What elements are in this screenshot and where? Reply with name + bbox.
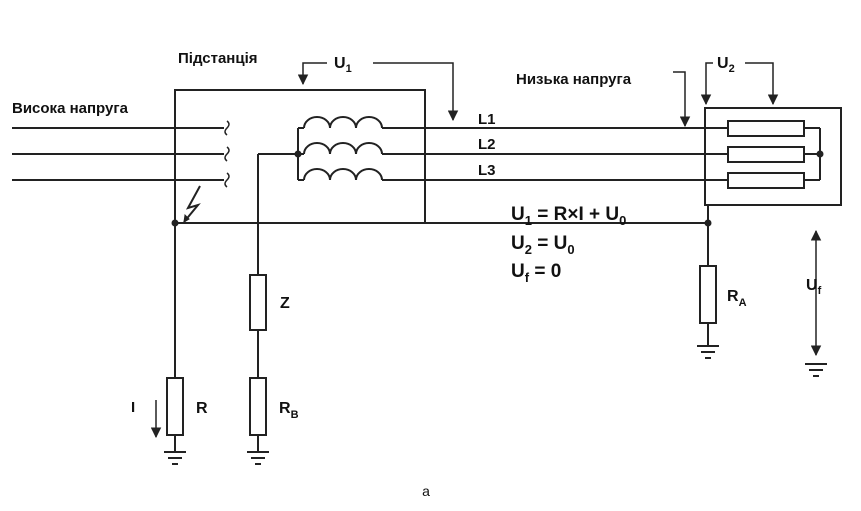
earth-icon <box>697 345 719 359</box>
substation-label: Підстанція <box>178 50 258 67</box>
equation-2: U2 = U0 <box>511 233 575 257</box>
earth-icon <box>805 363 827 377</box>
current-label: I <box>131 399 135 416</box>
equations: U1 = R×I + U0 U2 = U0 Uf = 0 <box>511 204 626 285</box>
line-label-l1: L1 <box>478 111 496 128</box>
resistor-r <box>166 377 184 436</box>
u1-indicator <box>297 62 327 86</box>
low-voltage-label: Низька напруга <box>516 71 632 88</box>
u2-indicator <box>700 62 713 106</box>
u1-label: U1 <box>334 55 352 75</box>
equation-3: Uf = 0 <box>511 261 561 285</box>
u2-label: U2 <box>717 55 735 75</box>
line-label-l3: L3 <box>478 162 496 179</box>
rb-label: RB <box>279 400 299 421</box>
uf-label: Uf <box>806 277 822 297</box>
earth-icon <box>164 451 186 465</box>
equation-1: U1 = R×I + U0 <box>511 204 626 228</box>
ra-label: RA <box>727 288 747 309</box>
impedance-z <box>249 274 267 331</box>
low-voltage-arrow <box>673 71 691 128</box>
resistor-ra <box>699 265 717 324</box>
figure-caption: a <box>422 483 430 499</box>
impedance-label: Z <box>280 295 290 312</box>
resistor-rb <box>249 377 267 436</box>
earth-icon <box>247 451 269 465</box>
low-voltage-lines <box>382 127 728 181</box>
line-label-l2: L2 <box>478 136 496 153</box>
transformer-windings <box>258 116 383 181</box>
high-voltage-lines <box>12 120 230 188</box>
load-resistors <box>727 120 824 189</box>
r-label: R <box>196 400 208 417</box>
high-voltage-label: Висока напруга <box>12 100 129 117</box>
consumer-box <box>704 107 842 206</box>
fault-lightning-icon <box>183 185 201 223</box>
